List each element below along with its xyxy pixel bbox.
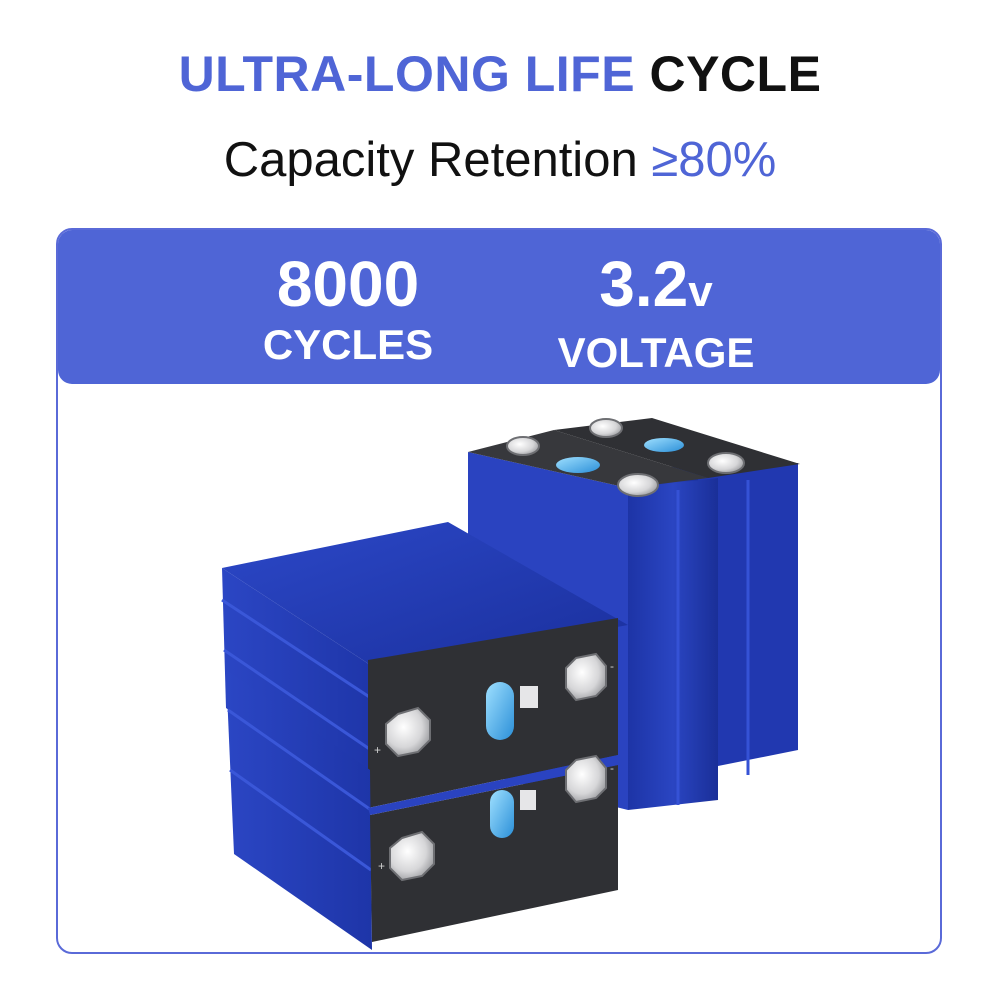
minus-mark-bottom: - [610, 761, 614, 775]
product-card: 8000 CYCLES 3.2v VOLTAGE [56, 228, 942, 954]
horizontal-stack: + - + - [221, 522, 628, 950]
voltage-value: 3.2 [599, 248, 689, 320]
voltage-unit: v [688, 267, 713, 316]
cycles-label: CYCLES [262, 321, 434, 368]
minus-mark-top: - [610, 659, 614, 673]
plus-mark-bottom: + [378, 859, 385, 873]
voltage-label: VOLTAGE [557, 329, 755, 376]
battery-cells-illustration: + - + - [221, 418, 800, 950]
subheadline-text: Capacity Retention [223, 133, 638, 187]
plus-mark-top: + [374, 743, 381, 757]
subheadline-value: ≥80% [651, 133, 777, 187]
headline-dark: CYCLE [649, 46, 822, 102]
voltage-value-line: 3.2v [536, 248, 776, 328]
headline-accent: ULTRA-LONG LIFE [178, 46, 636, 102]
stat-cycles: 8000 CYCLES [248, 248, 448, 370]
headline: ULTRA-LONG LIFE CYCLE [0, 42, 1000, 106]
subheadline: Capacity Retention ≥80% [0, 128, 1000, 192]
stats-band [58, 230, 940, 384]
stat-voltage: 3.2v VOLTAGE [536, 248, 776, 378]
cycles-value: 8000 [276, 248, 420, 320]
